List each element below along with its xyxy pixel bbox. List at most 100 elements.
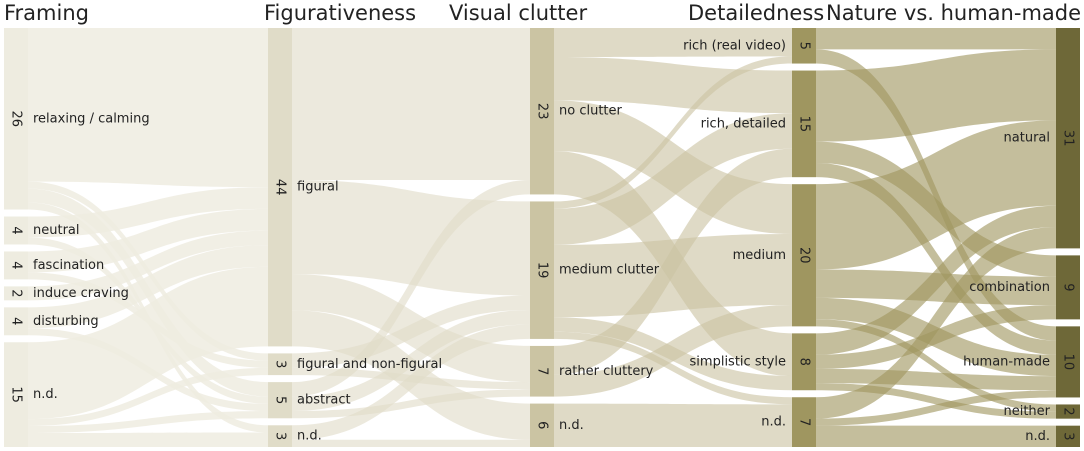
node-visual-clutter-no-clutter — [530, 28, 554, 195]
count-detailedness-rich-real-video: 5 — [797, 42, 812, 50]
label-nature-vs-human-made-combination: combination — [969, 280, 1050, 295]
label-detailedness-medium: medium — [733, 248, 786, 263]
node-visual-clutter-n-d — [530, 403, 554, 447]
count-nature-vs-human-made-natural: 31 — [1061, 130, 1076, 147]
count-figurativeness-figural-and-non-figural: 3 — [273, 360, 288, 368]
node-figurativeness-n-d — [268, 425, 292, 447]
node-framing-neutral — [4, 216, 28, 245]
count-framing-n-d: 15 — [9, 386, 24, 403]
label-visual-clutter-n-d: n.d. — [559, 418, 584, 433]
node-framing-disturbing — [4, 307, 28, 336]
node-nature-vs-human-made-natural — [1056, 28, 1080, 249]
count-nature-vs-human-made-combination: 9 — [1061, 283, 1076, 291]
count-framing-induce-craving: 2 — [9, 289, 24, 297]
label-visual-clutter-rather-cluttery: rather cluttery — [559, 364, 654, 379]
node-detailedness-n-d — [792, 397, 816, 447]
label-detailedness-rich-real-video: rich (real video) — [683, 38, 786, 53]
stage-title-visual-clutter: Visual clutter — [449, 1, 587, 25]
link-rather-cluttery-to-medium — [554, 305, 792, 397]
link-no-clutter-to-rich-real-video — [554, 28, 792, 57]
link-abstract-to-medium-clutter — [292, 309, 530, 412]
node-detailedness-rich-real-video — [792, 28, 816, 64]
label-framing-relaxing-calming: relaxing / calming — [33, 111, 150, 126]
node-framing-relaxing-calming — [4, 28, 28, 210]
link-n-d-to-medium-clutter — [292, 324, 530, 440]
label-figurativeness-n-d: n.d. — [297, 429, 322, 444]
link-rather-cluttery-to-rich-detailed — [554, 148, 792, 375]
count-detailedness-rich-detailed: 15 — [797, 116, 812, 133]
node-visual-clutter-rather-cluttery — [530, 345, 554, 397]
link-n-d-to-abstract — [28, 411, 268, 434]
link-abstract-to-rather-cluttery — [292, 389, 530, 419]
link-induce-craving-to-figural — [28, 230, 268, 301]
link-simplistic-style-to-human-made — [816, 368, 1056, 391]
node-nature-vs-human-made-n-d — [1056, 425, 1080, 447]
node-nature-vs-human-made-human-made — [1056, 326, 1080, 398]
node-figurativeness-figural — [268, 28, 292, 347]
count-figurativeness-n-d: 3 — [273, 432, 288, 440]
link-n-d-to-figural-and-non-figural — [28, 367, 268, 427]
link-rich-real-video-to-natural — [816, 28, 1056, 50]
link-n-d-to-n-d — [28, 432, 268, 447]
label-figurativeness-abstract: abstract — [297, 393, 351, 408]
label-nature-vs-human-made-natural: natural — [1004, 131, 1050, 146]
label-detailedness-n-d: n.d. — [761, 415, 786, 430]
node-nature-vs-human-made-neither — [1056, 404, 1080, 419]
labels-layer: 2 6 relaxing / calming 4 neutral 4 fascination… — [9, 38, 1076, 444]
count-framing-disturbing: 4 — [9, 317, 24, 325]
link-disturbing-to-figural — [28, 245, 268, 329]
label-figurativeness-figural: figural — [297, 180, 339, 195]
links-layer — [28, 28, 1056, 447]
link-medium-to-neither — [816, 319, 1056, 412]
count-detailedness-medium: 20 — [797, 247, 812, 264]
link-n-d-to-natural — [816, 227, 1056, 419]
count-framing-neutral: 4 — [9, 226, 24, 234]
link-abstract-to-no-clutter — [292, 179, 530, 397]
node-detailedness-rich-detailed — [792, 70, 816, 178]
link-rich-detailed-to-natural — [816, 49, 1056, 142]
node-visual-clutter-medium-clutter — [530, 201, 554, 339]
node-detailedness-simplistic-style — [792, 333, 816, 391]
label-nature-vs-human-made-human-made: human-made — [963, 354, 1050, 369]
count-figurativeness-figural: 44 — [273, 179, 288, 196]
link-medium-clutter-to-rich-real-video — [554, 56, 792, 209]
stage-title-framing: Framing — [4, 1, 89, 25]
label-framing-n-d: n.d. — [33, 387, 58, 402]
link-n-d-to-human-made — [816, 390, 1056, 426]
node-nature-vs-human-made-combination — [1056, 255, 1080, 320]
count-framing-fascination: 4 — [9, 261, 24, 269]
stage-title-nature-vs-human-made: Nature vs. human-made — [826, 1, 1081, 25]
count-visual-clutter-n-d: 6 — [535, 421, 550, 429]
link-figural-and-non-figural-to-medium-clutter — [292, 295, 530, 368]
count-detailedness-n-d: 7 — [797, 418, 812, 426]
link-rich-detailed-to-human-made — [816, 162, 1056, 355]
link-simplistic-style-to-combination — [816, 305, 1056, 369]
link-n-d-to-figural — [28, 266, 268, 420]
link-medium-clutter-to-n-d — [554, 331, 792, 405]
label-framing-induce-craving: induce craving — [33, 286, 129, 301]
label-framing-neutral: neutral — [33, 223, 80, 238]
count-figurativeness-abstract: 5 — [273, 396, 288, 404]
label-framing-fascination: fascination — [33, 258, 104, 273]
link-medium-clutter-to-rich-detailed — [554, 113, 792, 245]
link-n-d-to-n-d — [554, 403, 792, 447]
link-figural-to-no-clutter — [292, 28, 530, 180]
label-nature-vs-human-made-neither: neither — [1003, 404, 1050, 419]
label-visual-clutter-no-clutter: no clutter — [559, 104, 623, 119]
link-fascination-to-figural — [28, 208, 268, 273]
label-nature-vs-human-made-n-d: n.d. — [1025, 429, 1050, 444]
link-n-d-to-n-d — [816, 425, 1056, 447]
node-framing-n-d — [4, 342, 28, 447]
node-framing-induce-craving — [4, 286, 28, 301]
count-nature-vs-human-made-human-made: 10 — [1061, 354, 1076, 371]
link-relaxing-calming-to-figural — [28, 28, 268, 188]
stage-title-detailedness: Detailedness — [688, 1, 824, 25]
label-detailedness-simplistic-style: simplistic style — [690, 354, 786, 369]
stage-title-figurativeness: Figurativeness — [264, 1, 416, 25]
label-visual-clutter-medium-clutter: medium clutter — [559, 263, 660, 278]
label-framing-disturbing: disturbing — [33, 314, 99, 329]
count-visual-clutter-medium-clutter: 19 — [535, 262, 550, 279]
link-simplistic-style-to-natural — [816, 205, 1056, 355]
